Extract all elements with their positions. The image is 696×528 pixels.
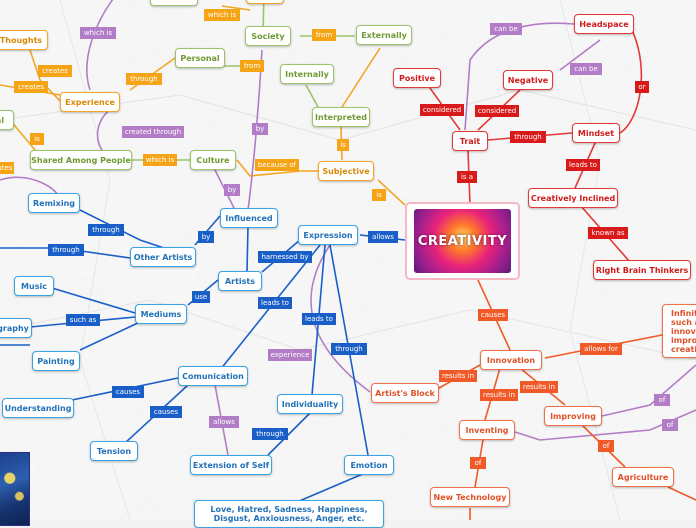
label-of-1: of	[654, 394, 670, 406]
node-negative[interactable]: Negative	[503, 70, 553, 90]
label-allows-expression: allows	[368, 231, 398, 243]
node-trait[interactable]: Trait	[452, 131, 488, 151]
node-graphy[interactable]: graphy	[0, 318, 32, 338]
label-through-personal: through	[126, 73, 162, 85]
label-considered-2: considered	[475, 105, 519, 117]
label-such-as: such as	[66, 314, 100, 326]
label-through-other: through	[48, 244, 84, 256]
label-allows-for: allows for	[580, 343, 622, 355]
node-infinite[interactable]: Infinit such a innova improv creativ	[662, 304, 696, 358]
label-is-interpreted: is	[337, 139, 349, 151]
node-creatively-inclined[interactable]: Creatively Inclined	[528, 188, 618, 208]
node-shared-among-people[interactable]: Shared Among People	[30, 150, 132, 170]
node-subjective[interactable]: Subjective	[318, 161, 374, 181]
node-tension[interactable]: Tension	[90, 441, 138, 461]
node-mindset[interactable]: Mindset	[572, 123, 620, 143]
node-agriculture[interactable]: Agriculture	[612, 467, 674, 487]
label-use: use	[192, 291, 210, 303]
label-is-left: is	[30, 133, 44, 145]
node-remixing[interactable]: Remixing	[28, 193, 80, 213]
label-through-mindset: through	[510, 131, 546, 143]
node-innovation[interactable]: Innovation	[480, 350, 542, 370]
label-through-extension: through	[252, 428, 288, 440]
label-because-of: because of	[255, 159, 299, 171]
node-interpreted[interactable]: Interpreted	[312, 107, 370, 127]
label-harnessed-by: harnessed by	[258, 251, 312, 263]
painting-thumbnail	[0, 452, 30, 526]
label-causes-1: causes	[112, 386, 144, 398]
label-results-in-2: results in	[480, 389, 518, 401]
node-right-brain-thinkers[interactable]: Right Brain Thinkers	[593, 260, 691, 280]
node-expression[interactable]: Expression	[298, 225, 358, 245]
label-which-is-left: which is	[80, 27, 116, 39]
label-ates: ates	[0, 162, 14, 174]
node-extension-of-self[interactable]: Extension of Self	[190, 455, 272, 475]
node-personal[interactable]: Personal	[175, 48, 225, 68]
node-mediums[interactable]: Mediums	[135, 304, 187, 324]
label-by-1: by	[252, 123, 268, 135]
label-is-a: is a	[457, 171, 477, 183]
label-can-be-1: can be	[490, 23, 522, 35]
label-causes-2: causes	[150, 406, 182, 418]
label-experience: experience	[268, 349, 312, 361]
node-emotions-list[interactable]: Love, Hatred, Sadness, Happiness, Disgus…	[194, 500, 384, 528]
node-understanding[interactable]: Understanding	[2, 398, 74, 418]
label-results-in-1: results in	[439, 370, 477, 382]
label-from-2: from	[240, 60, 264, 72]
label-creates-1: creates	[38, 65, 72, 77]
node-influenced[interactable]: Influenced	[220, 208, 278, 228]
node-emotion[interactable]: Emotion	[344, 455, 394, 475]
node-al[interactable]: al	[0, 110, 14, 130]
label-can-be-2: can be	[570, 63, 602, 75]
label-results-in-3: results in	[520, 381, 558, 393]
label-through-remixing: through	[88, 224, 124, 236]
node-culture[interactable]: Culture	[190, 150, 236, 170]
node-headspace[interactable]: Headspace	[574, 14, 634, 34]
label-of-2: of	[662, 419, 678, 431]
node-internally[interactable]: Internally	[280, 64, 334, 84]
node-positive[interactable]: Positive	[393, 68, 441, 88]
node-top-orange-partial[interactable]	[246, 0, 284, 4]
label-which-is-culture: which is	[143, 154, 177, 166]
label-or: or	[635, 81, 649, 93]
label-considered-1: considered	[420, 104, 464, 116]
label-from-1: from	[312, 29, 336, 41]
creativity-image: CREATIVITY	[414, 209, 511, 273]
node-artists-block[interactable]: Artist's Block	[371, 383, 439, 403]
node-thoughts[interactable]: Thoughts	[0, 30, 48, 50]
node-top-partial[interactable]	[150, 0, 198, 6]
label-causes-3: causes	[478, 309, 508, 321]
central-label: CREATIVITY	[417, 233, 508, 249]
node-individuality[interactable]: Individuality	[277, 394, 343, 414]
node-comunication[interactable]: Comunication	[178, 366, 248, 386]
label-of-3: of	[598, 440, 614, 452]
node-externally[interactable]: Externally	[356, 25, 412, 45]
node-artists[interactable]: Artists	[218, 271, 262, 291]
node-other-artists[interactable]: Other Artists	[130, 247, 196, 267]
label-allows-2: allows	[209, 416, 239, 428]
label-leads-to-2: leads to	[302, 313, 336, 325]
label-of-4: of	[470, 457, 486, 469]
label-known-as: known as	[588, 227, 628, 239]
node-experience[interactable]: Experience	[60, 92, 120, 112]
node-inventing[interactable]: Inventing	[459, 420, 515, 440]
node-painting[interactable]: Painting	[32, 351, 80, 371]
label-is-subjective: is	[372, 189, 386, 201]
node-society[interactable]: Society	[245, 26, 291, 46]
node-improving[interactable]: Improving	[544, 406, 602, 426]
label-by-3: by	[198, 231, 214, 243]
node-new-technology[interactable]: New Technology	[430, 487, 510, 507]
label-created-through: created through	[122, 126, 184, 138]
label-through-emotion: through	[331, 343, 367, 355]
label-by-2: by	[224, 184, 240, 196]
label-creates-2: creates	[14, 81, 48, 93]
node-music[interactable]: Music	[14, 276, 54, 296]
label-leads-to-3: leads to	[566, 159, 600, 171]
central-topic-creativity[interactable]: CREATIVITY	[405, 202, 520, 280]
label-leads-to-1: leads to	[258, 297, 292, 309]
label-which-is-top: which is	[204, 9, 240, 21]
